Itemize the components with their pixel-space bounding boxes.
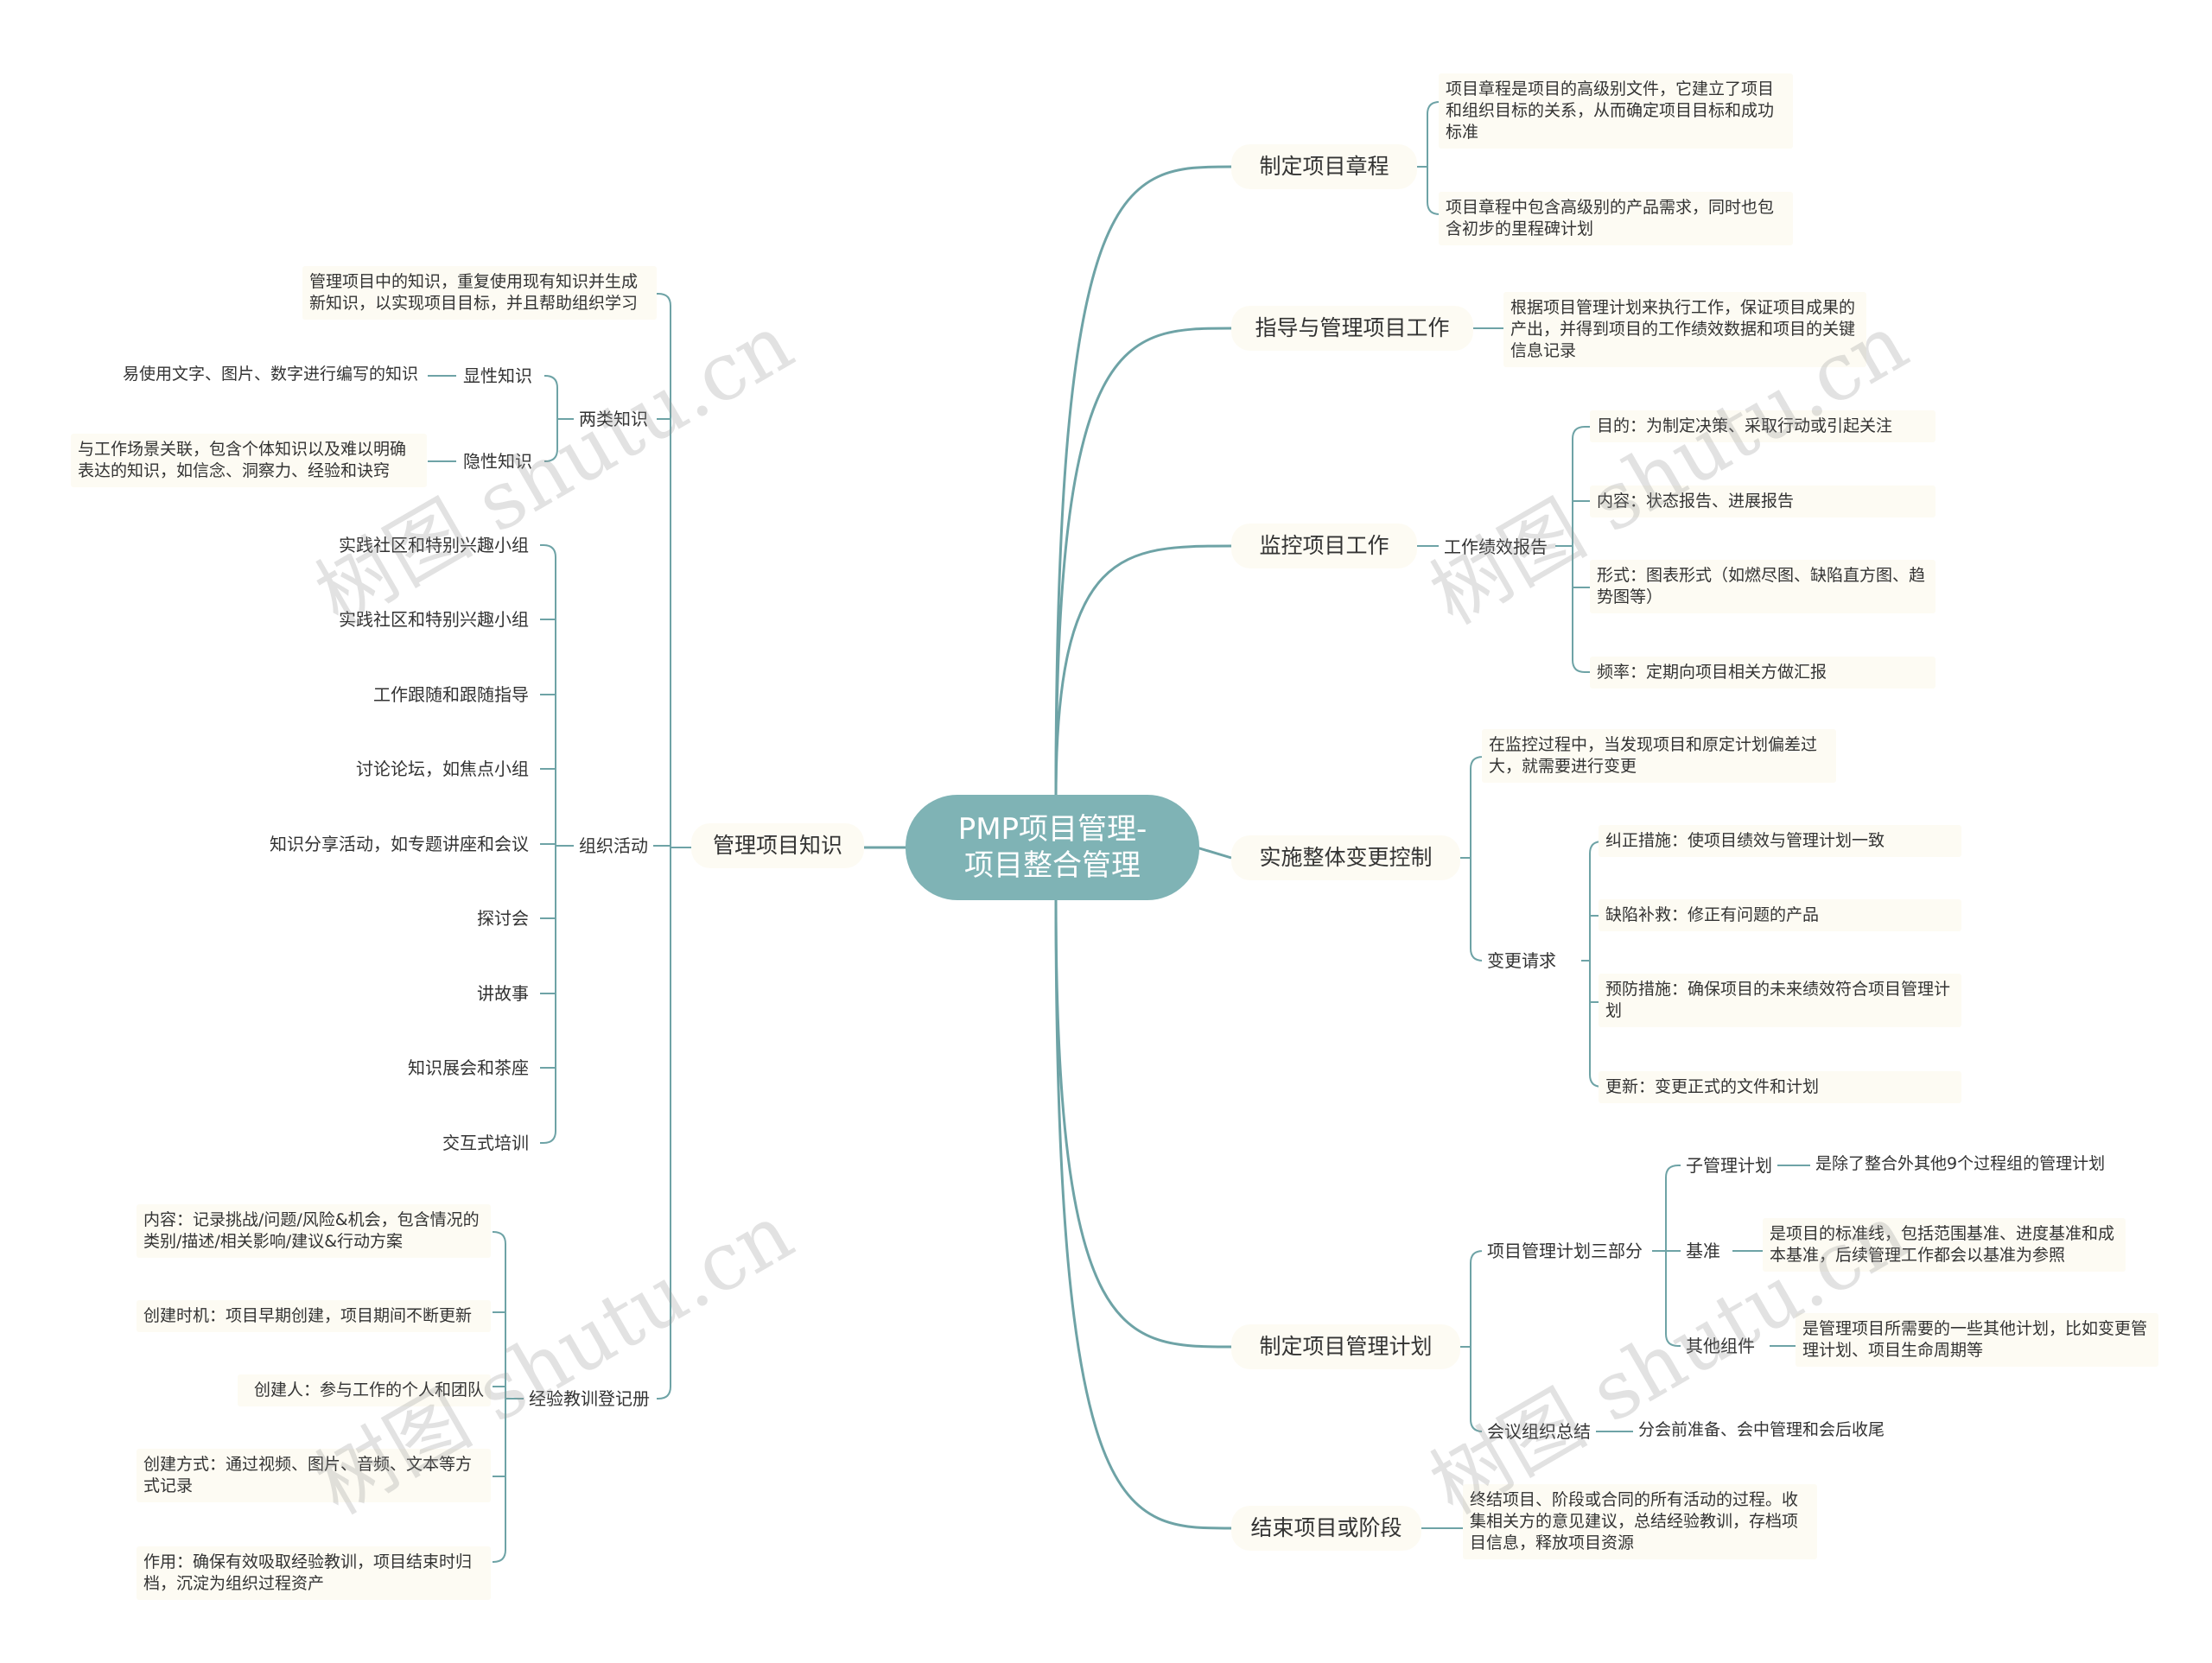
bracket-link [1665, 1165, 1681, 1178]
lessons-item[interactable]: 作用：确保有效吸取经验教训，项目结束时归档，沉淀为组织过程资产 [137, 1546, 491, 1600]
root-link [1054, 896, 1232, 1530]
tacit-knowledge-desc[interactable]: 与工作场景关联，包含个体知识以及难以明确表达的知识，如信念、洞察力、经验和诀窍 [71, 434, 427, 487]
activity-item[interactable]: 知识分享活动，如专题讲座和会议 [264, 832, 534, 856]
bracket-link [1427, 201, 1440, 215]
activity-item[interactable]: 工作跟随和跟随指导 [368, 682, 534, 707]
lessons-item[interactable]: 创建人：参与工作的个人和团队 [238, 1374, 491, 1406]
bracket-link [493, 1549, 506, 1563]
update-action[interactable]: 更新：变更正式的文件和计划 [1599, 1071, 1961, 1103]
bracket-link [544, 375, 558, 389]
meeting-summary[interactable]: 会议组织总结 [1482, 1419, 1596, 1444]
change-request[interactable]: 变更请求 [1482, 949, 1561, 973]
meeting-summary-desc[interactable]: 分会前准备、会中管理和会后收尾 [1633, 1418, 1996, 1443]
work-performance-report[interactable]: 工作绩效报告 [1439, 535, 1553, 559]
change-control-intro[interactable]: 在监控过程中，当发现项目和原定计划偏差过大，就需要进行变更 [1482, 729, 1836, 783]
lessons-item[interactable]: 内容：记录挑战/问题/风险&机会，包含情况的类别/描述/相关影响/建议&行动方案 [137, 1204, 491, 1258]
bracket-link [1572, 426, 1590, 440]
report-purpose[interactable]: 目的：为制定决策、采取行动或引起关注 [1590, 410, 1936, 442]
activity-item[interactable]: 讲故事 [472, 981, 534, 1006]
bracket-link [657, 293, 671, 307]
root-link [1054, 896, 1232, 1349]
bracket-link [1572, 659, 1590, 673]
activity-item[interactable]: 探讨会 [472, 906, 534, 930]
knowledge-intro[interactable]: 管理项目中的知识，重复使用现有知识并生成新知识，以实现项目目标，并且帮助组织学习 [302, 266, 657, 320]
two-kinds-knowledge[interactable]: 两类知识 [574, 407, 653, 431]
root-link [1196, 846, 1232, 860]
plan-three-parts[interactable]: 项目管理计划三部分 [1482, 1239, 1648, 1263]
charter-leaf-2[interactable]: 项目章程中包含高级别的产品需求，同时也包含初步的里程碑计划 [1439, 192, 1793, 245]
branch-management-plan[interactable]: 制定项目管理计划 [1231, 1324, 1460, 1369]
charter-leaf-1[interactable]: 项目章程是项目的高级别文件，它建立了项目和组织目标的关系，从而确定项目目标和成功… [1439, 73, 1793, 149]
explicit-knowledge[interactable]: 显性知识 [458, 364, 537, 388]
lessons-item[interactable]: 创建方式：通过视频、图片、音频、文本等方式记录 [137, 1449, 491, 1502]
bracket-link [1470, 948, 1484, 962]
lessons-item[interactable]: 创建时机：项目早期创建，项目期间不断更新 [137, 1300, 491, 1332]
bracket-link [1470, 1419, 1484, 1432]
bracket-link [544, 448, 558, 462]
report-content[interactable]: 内容：状态报告、进展报告 [1590, 486, 1936, 517]
root-link [1054, 544, 1232, 800]
sub-management-plan[interactable]: 子管理计划 [1681, 1153, 1777, 1177]
direct-manage-leaf[interactable]: 根据项目管理计划来执行工作，保证项目成果的产出，并得到项目的工作绩效数据和项目的… [1503, 292, 1866, 367]
lessons-learned-register[interactable]: 经验教训登记册 [524, 1387, 655, 1411]
activity-item[interactable]: 实践社区和特别兴趣小组 [334, 607, 534, 632]
branch-project-charter[interactable]: 制定项目章程 [1231, 144, 1417, 189]
bracket-link [1427, 101, 1440, 115]
close-project-leaf[interactable]: 终结项目、阶段或合同的所有活动的过程。收集相关方的意见建议，总结经验教训，存档项… [1463, 1484, 1817, 1559]
tacit-knowledge[interactable]: 隐性知识 [458, 449, 537, 473]
defect-repair[interactable]: 缺陷补救：修正有问题的产品 [1599, 899, 1961, 931]
bracket-link [493, 1231, 506, 1245]
bracket-link [1470, 756, 1484, 770]
branch-direct-manage-work[interactable]: 指导与管理项目工作 [1231, 306, 1473, 351]
activity-item[interactable]: 实践社区和特别兴趣小组 [334, 533, 534, 557]
activity-item[interactable]: 讨论论坛，如焦点小组 [351, 757, 534, 781]
corrective-action[interactable]: 纠正措施：使项目绩效与管理计划一致 [1599, 825, 1961, 857]
bracket-link [540, 1130, 556, 1144]
bracket-link [540, 544, 556, 558]
root-link [1054, 327, 1232, 800]
organize-activities[interactable]: 组织活动 [574, 834, 653, 858]
sub-plan-desc[interactable]: 是除了整合外其他9个过程组的管理计划 [1810, 1152, 2182, 1177]
root-node[interactable]: PMP项目管理- 项目整合管理 [906, 795, 1199, 900]
branch-close-project[interactable]: 结束项目或阶段 [1231, 1506, 1421, 1551]
report-form[interactable]: 形式：图表形式（如燃尽图、缺陷直方图、趋势图等） [1590, 560, 1936, 613]
explicit-knowledge-desc[interactable]: 易使用文字、图片、数字进行编写的知识 [95, 362, 423, 387]
report-frequency[interactable]: 频率：定期向项目相关方做汇报 [1590, 657, 1936, 689]
other-components[interactable]: 其他组件 [1681, 1334, 1760, 1358]
baseline-desc[interactable]: 是项目的标准线，包括范围基准、进度基准和成本基准，后续管理工作都会以基准为参照 [1763, 1218, 2126, 1272]
branch-manage-knowledge[interactable]: 管理项目知识 [691, 823, 864, 868]
activity-item[interactable]: 交互式培训 [437, 1131, 534, 1155]
activity-item[interactable]: 知识展会和茶座 [403, 1056, 534, 1080]
baseline[interactable]: 基准 [1681, 1239, 1726, 1263]
branch-change-control[interactable]: 实施整体变更控制 [1231, 835, 1460, 880]
other-components-desc[interactable]: 是管理项目所需要的一些其他计划，比如变更管理计划、项目生命周期等 [1796, 1313, 2158, 1367]
bracket-link [1665, 1333, 1681, 1347]
branch-monitor-control[interactable]: 监控项目工作 [1231, 524, 1417, 568]
bracket-link [657, 1386, 671, 1400]
bracket-link [1470, 1250, 1484, 1264]
root-link [1054, 165, 1232, 800]
preventive-action[interactable]: 预防措施：确保项目的未来绩效符合项目管理计划 [1599, 974, 1961, 1027]
